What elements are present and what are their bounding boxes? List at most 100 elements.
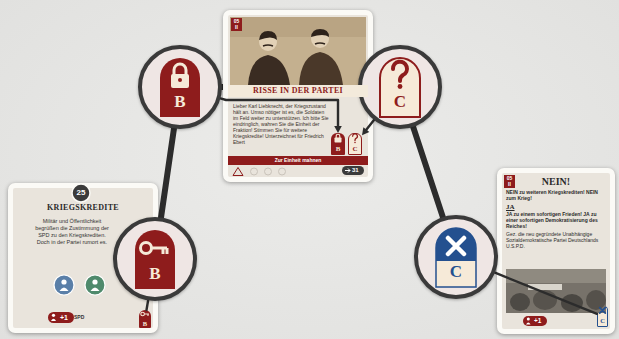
tag-letter: B <box>331 144 345 155</box>
connector-line <box>366 120 374 130</box>
key-icon <box>152 248 168 254</box>
token-shape <box>380 58 420 117</box>
person-icon <box>527 318 530 321</box>
figure-head <box>311 30 329 48</box>
person-icon <box>526 323 531 325</box>
lock-icon <box>174 64 186 75</box>
card-number: 25 <box>72 185 90 201</box>
connector-line <box>147 300 149 310</box>
token-letter: B <box>117 263 193 285</box>
card-text: JA <box>506 203 606 211</box>
bonus-pill <box>48 312 74 323</box>
cross-tag: C <box>597 305 608 327</box>
photo-crowd <box>586 290 606 310</box>
token-shape <box>160 58 200 117</box>
photo-sky <box>506 269 606 283</box>
lock-tag: B <box>331 133 345 155</box>
group-icon <box>61 279 66 284</box>
token-letter: B <box>142 91 218 113</box>
card-title: KRIEGSKREDITE <box>13 202 153 213</box>
connector-line <box>220 98 338 127</box>
lock-icon <box>335 138 342 143</box>
faded-icon <box>279 168 286 175</box>
question-token-circle: C <box>358 45 442 129</box>
lock-token-circle: B <box>138 45 222 129</box>
card-text: Gez. die neu gegründete Unabhängige Sozi… <box>506 231 606 249</box>
figure-moustache <box>315 43 325 44</box>
connector-line <box>413 127 443 217</box>
target-number: 31 <box>352 166 364 175</box>
faded-icon <box>265 168 272 175</box>
photo-banner <box>528 284 562 290</box>
card-title: RISSE IN DER PARTEI <box>228 85 368 97</box>
card-badge: 05 II <box>504 175 515 188</box>
connector-line <box>495 273 597 314</box>
lock-icon <box>171 74 189 88</box>
figure-body <box>248 55 290 85</box>
token-shape <box>436 261 476 287</box>
link-line <box>161 129 174 218</box>
arrow-head <box>362 127 369 135</box>
faded-icon <box>251 168 258 175</box>
tag-letter: B <box>139 319 151 328</box>
figure-hair <box>259 31 277 40</box>
question-icon <box>353 134 358 141</box>
connector-arrow <box>362 120 374 135</box>
connector-arrow <box>220 98 341 133</box>
lock-token <box>160 58 200 117</box>
bonus-value: +1 <box>534 316 546 326</box>
party-label: SPD <box>74 312 98 323</box>
bonus-value: +1 <box>60 312 72 323</box>
group-icon <box>54 275 74 295</box>
token-shape <box>135 230 175 289</box>
target-arrow <box>345 169 350 173</box>
warning-icon <box>233 168 243 176</box>
key-token-circle: B <box>113 217 197 301</box>
event-card: NEIN zu weiteren Kriegskrediten! NEIN zu… <box>497 168 615 334</box>
card-title: NEIN! <box>516 175 596 188</box>
card-action: Zur Einheit mahnen <box>228 156 368 165</box>
number-disc <box>72 184 90 202</box>
key-tag: B <box>139 310 151 328</box>
figure-moustache <box>263 45 273 46</box>
connector-line <box>161 129 174 218</box>
bonus-pill <box>523 316 547 326</box>
token-letter: C <box>362 91 438 113</box>
token-letter: C <box>418 261 494 283</box>
figure-head <box>259 33 277 51</box>
photo-crowd <box>533 290 557 310</box>
question-icon <box>393 62 407 81</box>
card-text: NEIN zu weiteren Kriegskrediten! NEIN zu… <box>506 189 606 201</box>
key-token <box>135 230 175 289</box>
cross-token-circle: C <box>414 215 498 299</box>
key-icon <box>141 243 152 254</box>
tag-letter: C <box>598 316 607 326</box>
card-text: JA zu einem sofortigen Frieden! JA zu ei… <box>506 211 606 229</box>
question-icon <box>398 84 403 89</box>
lock-icon <box>336 134 340 138</box>
cross-token <box>436 228 476 287</box>
card-badge: 05 II <box>231 18 242 31</box>
card-body: Militär und Öffentlichkeit begrüßen die … <box>33 218 111 246</box>
connector-arrow <box>147 300 149 310</box>
figure-hair <box>311 29 329 37</box>
cross-icon <box>448 238 464 254</box>
question-icon <box>354 142 356 144</box>
target-pill <box>342 166 364 175</box>
photo-crowd <box>561 294 583 312</box>
group-icon <box>85 275 105 295</box>
card-photo <box>506 269 606 313</box>
key-icon <box>144 314 149 316</box>
person-icon <box>52 314 55 317</box>
arrow-head <box>334 126 342 133</box>
group-icon <box>91 288 100 292</box>
question-token <box>380 58 420 117</box>
group-icon <box>92 279 97 284</box>
figure-body <box>299 52 343 85</box>
text-column: NEIN zu weiteren Kriegskrediten! NEIN zu… <box>506 189 606 249</box>
